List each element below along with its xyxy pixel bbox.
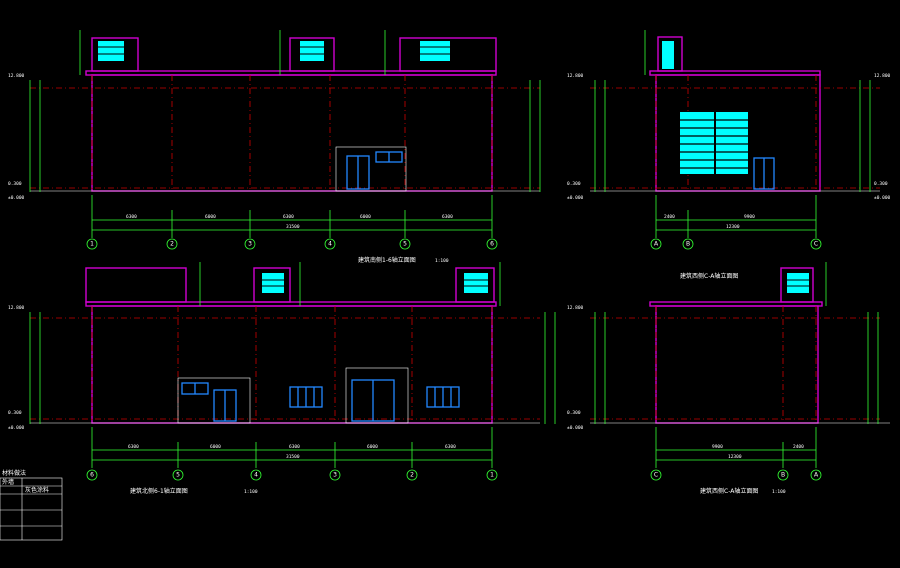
bay-dimension: 6300 xyxy=(283,214,294,220)
level-mark: 12.800 xyxy=(8,305,25,311)
bay-dimension: 9900 xyxy=(744,214,755,220)
axis-label: A xyxy=(814,472,819,479)
axis-label: C xyxy=(654,472,658,479)
bay-dimension: 6000 xyxy=(360,214,371,220)
axis-label: 2 xyxy=(170,241,174,248)
axis-label: B xyxy=(686,241,690,248)
bay-dimension: 6300 xyxy=(289,444,300,450)
bay-dimension: 6300 xyxy=(442,214,453,220)
level-mark: ±0.000 xyxy=(8,195,25,201)
axis-label: 4 xyxy=(328,241,332,248)
axis-label: 3 xyxy=(333,472,337,479)
level-mark: ±0.000 xyxy=(874,195,891,201)
drawing-scale: 1:100 xyxy=(772,489,786,495)
axis-label: 5 xyxy=(176,472,180,479)
legend-row-value: 灰色涂料 xyxy=(25,486,49,494)
axis-label: B xyxy=(781,472,785,479)
bay-dimension: 6300 xyxy=(445,444,456,450)
bay-dimension: 6000 xyxy=(367,444,378,450)
level-mark: ±0.000 xyxy=(8,425,25,431)
level-mark: 0.300 xyxy=(874,181,888,187)
bay-dimension: 2400 xyxy=(793,444,804,450)
drawing-scale: 1:100 xyxy=(435,258,449,264)
bay-dimension: 6000 xyxy=(205,214,216,220)
drawing-title: 建筑南侧1-6轴立面图 xyxy=(358,256,416,264)
axis-label: 6 xyxy=(490,241,494,248)
level-mark: 12.800 xyxy=(567,305,584,311)
axis-label: 6 xyxy=(90,472,94,479)
level-mark: 0.300 xyxy=(8,181,22,187)
level-mark: ±0.000 xyxy=(567,425,584,431)
drawing-title: 建筑西侧C-A轴立面图 xyxy=(680,272,738,280)
axis-label: 2 xyxy=(410,472,414,479)
drawing-title: 建筑西侧C-A轴立面图 xyxy=(700,487,758,495)
axis-label: 1 xyxy=(490,472,494,479)
axis-label: 5 xyxy=(403,241,407,248)
axis-label: 3 xyxy=(248,241,252,248)
axis-label: 1 xyxy=(90,241,94,248)
total-dimension: 31500 xyxy=(286,224,300,230)
bay-dimension: 6300 xyxy=(126,214,137,220)
bay-dimension: 6000 xyxy=(210,444,221,450)
elevation-east: A B C 2400 9900 12300 12.800 0.300 ±0.00… xyxy=(567,30,891,250)
level-mark: 0.300 xyxy=(8,410,22,416)
elevation-west: C B A 9900 2400 12300 12.800 0.300 ±0.00… xyxy=(567,262,890,495)
legend-row-label: 外墙 xyxy=(2,478,14,486)
drawing-scale: 1:100 xyxy=(244,489,258,495)
bay-dimension: 6300 xyxy=(128,444,139,450)
level-mark: 12.800 xyxy=(567,73,584,79)
axis-label: C xyxy=(814,241,818,248)
total-dimension: 31500 xyxy=(286,454,300,460)
level-mark: 0.300 xyxy=(567,410,581,416)
level-mark: 12.800 xyxy=(874,73,891,79)
total-dimension: 12300 xyxy=(728,454,742,460)
bay-dimension: 9900 xyxy=(712,444,723,450)
axis-label: 4 xyxy=(254,472,258,479)
total-dimension: 12300 xyxy=(726,224,740,230)
level-mark: ±0.000 xyxy=(567,195,584,201)
elevation-north: 6 5 4 3 2 1 6300 6000 6300 6000 6300 315… xyxy=(8,262,556,495)
materials-legend: 材料做法 外墙 灰色涂料 xyxy=(0,469,63,541)
bay-dimension: 2400 xyxy=(664,214,675,220)
level-mark: 0.300 xyxy=(567,181,581,187)
elevation-south: 1 2 3 4 5 6 6300 6000 6300 6000 6300 315… xyxy=(8,30,541,264)
legend-title: 材料做法 xyxy=(2,469,26,477)
axis-label: A xyxy=(654,241,659,248)
level-mark: 12.800 xyxy=(8,73,25,79)
drawing-title: 建筑北侧6-1轴立面图 xyxy=(130,487,188,495)
